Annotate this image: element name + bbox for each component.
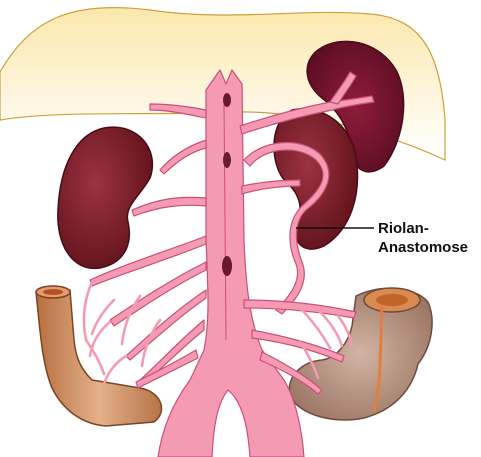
- annotation-label-line1: Riolan-: [378, 220, 429, 237]
- annotation-label-line2: Anastomose: [378, 239, 468, 256]
- left-renal-artery: [132, 197, 206, 216]
- left-kidney: [58, 127, 153, 268]
